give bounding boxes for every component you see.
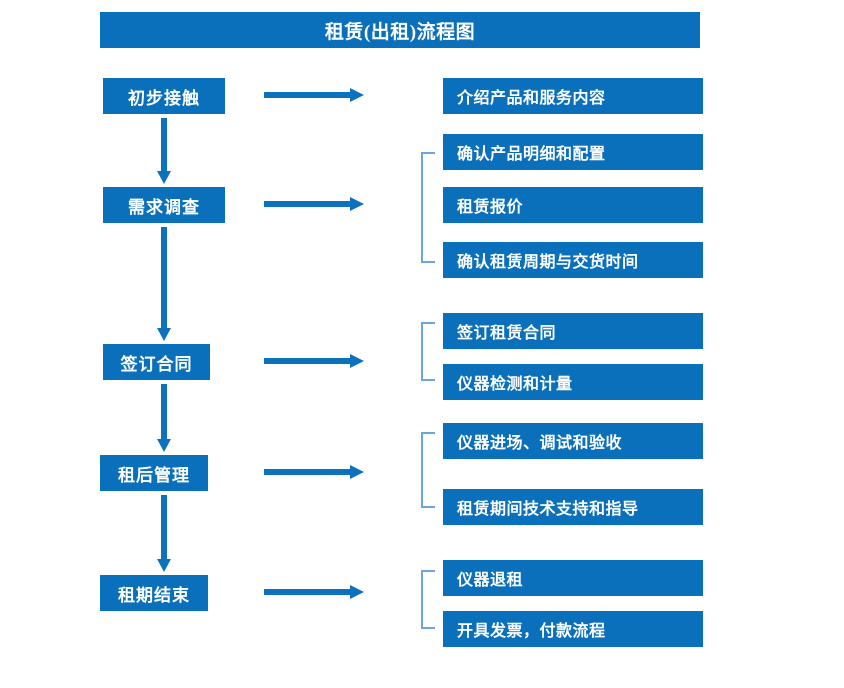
vertical-arrow-2	[157, 227, 171, 341]
page-title: 租赁(出租)流程图	[100, 12, 700, 48]
vertical-arrow-1	[157, 118, 171, 184]
arrow-head-right-icon	[350, 88, 364, 102]
detail-box-3[interactable]: 租赁报价	[443, 187, 703, 223]
group-bracket-2	[421, 322, 435, 381]
arrow-head-right-icon	[350, 354, 364, 368]
arrow-head-right-icon	[350, 585, 364, 599]
arrow-shaft	[264, 201, 352, 207]
arrow-head-right-icon	[350, 465, 364, 479]
stage-box-4[interactable]: 租后管理	[100, 455, 208, 491]
vertical-arrow-3	[157, 384, 171, 452]
detail-box-2[interactable]: 确认产品明细和配置	[443, 134, 703, 170]
arrow-head-down-icon	[157, 439, 171, 452]
arrow-shaft	[161, 495, 167, 559]
stage-box-5[interactable]: 租期结束	[100, 575, 208, 611]
arrow-head-down-icon	[157, 171, 171, 184]
detail-box-4[interactable]: 确认租赁周期与交货时间	[443, 242, 703, 278]
arrow-shaft	[264, 92, 352, 98]
horizontal-arrow-5	[264, 585, 364, 599]
arrow-head-down-icon	[157, 559, 171, 572]
stage-box-2[interactable]: 需求调查	[103, 187, 225, 223]
arrow-shaft	[264, 358, 352, 364]
detail-box-6[interactable]: 仪器检测和计量	[443, 364, 703, 400]
arrow-head-down-icon	[157, 328, 171, 341]
detail-box-5[interactable]: 签订租赁合同	[443, 313, 703, 349]
arrow-shaft	[161, 227, 167, 328]
group-bracket-1	[421, 152, 435, 263]
group-bracket-4	[421, 570, 435, 629]
detail-box-10[interactable]: 开具发票，付款流程	[443, 611, 703, 647]
arrow-shaft	[264, 589, 352, 595]
detail-box-9[interactable]: 仪器退租	[443, 560, 703, 596]
horizontal-arrow-1	[264, 88, 364, 102]
vertical-arrow-4	[157, 495, 171, 572]
horizontal-arrow-4	[264, 465, 364, 479]
arrow-shaft	[161, 384, 167, 439]
horizontal-arrow-2	[264, 197, 364, 211]
arrow-shaft	[264, 469, 352, 475]
horizontal-arrow-3	[264, 354, 364, 368]
arrow-shaft	[161, 118, 167, 171]
group-bracket-3	[421, 432, 435, 508]
stage-box-1[interactable]: 初步接触	[103, 78, 225, 114]
stage-box-3[interactable]: 签订合同	[103, 344, 210, 380]
detail-box-7[interactable]: 仪器进场、调试和验收	[443, 423, 703, 459]
detail-box-1[interactable]: 介绍产品和服务内容	[443, 78, 703, 114]
detail-box-8[interactable]: 租赁期间技术支持和指导	[443, 489, 703, 525]
arrow-head-right-icon	[350, 197, 364, 211]
